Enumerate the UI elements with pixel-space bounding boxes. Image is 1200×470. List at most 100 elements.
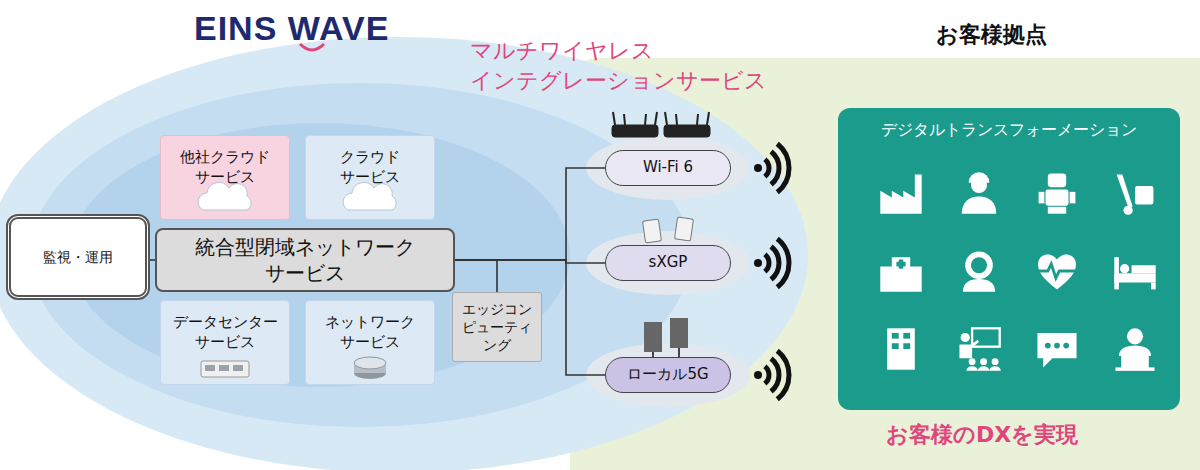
icon-shape xyxy=(962,196,997,213)
monitoring-box: 監視・運用 xyxy=(6,214,150,300)
node-text: 他社クラウド サービス xyxy=(169,148,281,187)
icon-shape xyxy=(880,175,921,214)
router xyxy=(664,125,710,137)
antenna-icons xyxy=(644,318,688,357)
sxgp-unit xyxy=(675,217,694,241)
node-text: 監視・運用 xyxy=(43,248,113,266)
icon-shape xyxy=(1114,273,1155,282)
network-box: ネットワーク サービス xyxy=(305,300,435,385)
wave-arc xyxy=(771,152,779,185)
icon-shape xyxy=(1054,343,1060,349)
server-slot xyxy=(219,365,229,371)
antenna xyxy=(670,318,688,348)
icon-shape xyxy=(892,343,899,349)
node-text: デジタルトランスフォーメーション xyxy=(881,120,1137,141)
icon-shape xyxy=(1121,354,1149,369)
connector xyxy=(455,260,497,292)
wave-arc xyxy=(777,351,789,400)
dx-icon xyxy=(880,257,921,292)
icon-shape xyxy=(1048,207,1066,214)
icon-shape xyxy=(892,333,899,339)
icon-shape xyxy=(1037,333,1076,368)
datacenter-box: データセンター サービス xyxy=(160,300,290,385)
node-icon xyxy=(838,108,1180,410)
pill-halo xyxy=(586,343,750,407)
edge-computing-box: エッジコン ピューティ ング xyxy=(452,292,542,362)
service-name: マルチワイヤレス インテグレーションサービス xyxy=(470,36,780,95)
icon-shape xyxy=(992,358,999,365)
wave-arc xyxy=(777,144,789,193)
node-text: ネットワーク サービス xyxy=(314,313,426,352)
icon-shape xyxy=(1132,265,1156,273)
sxgp-units xyxy=(643,217,694,243)
logo: EINS WAVE xyxy=(194,8,389,49)
pill-halo xyxy=(586,136,750,200)
dx-icon xyxy=(959,328,1000,371)
icon-shape xyxy=(963,279,995,292)
dx-panel: デジタルトランスフォーメーション xyxy=(838,108,1180,410)
cloud-icon xyxy=(343,182,396,210)
node-text: Wi-Fi 6 xyxy=(643,158,693,178)
router-icons xyxy=(612,112,710,137)
wave-arc xyxy=(765,159,769,176)
cloud-icon xyxy=(198,182,251,210)
icon-shape xyxy=(1115,367,1154,370)
dx-icon xyxy=(1115,328,1154,371)
icon-shape xyxy=(903,343,910,349)
pill-halo xyxy=(586,231,750,295)
icon-shape xyxy=(1039,264,1076,278)
node-text: 統合型閉域ネットワーク サービス xyxy=(165,234,445,286)
cloud-service-box: 他社クラウド サービス xyxy=(160,135,290,220)
dx-icon xyxy=(962,172,997,213)
dx-icon xyxy=(1038,254,1076,289)
icon-shape xyxy=(966,366,1001,371)
icon-shape xyxy=(887,328,915,369)
wave-arc xyxy=(771,247,779,280)
icon-shape xyxy=(965,251,993,279)
wireless-pill: sXGP xyxy=(605,245,731,281)
icon-shape xyxy=(1114,257,1119,289)
icon-shape xyxy=(1117,175,1133,207)
wave-dot xyxy=(754,259,762,267)
icon-shape xyxy=(961,333,970,342)
node-text: ローカル5G xyxy=(627,365,708,385)
dx-icon xyxy=(887,328,915,369)
wireless-pill: ローカル5G xyxy=(605,357,731,393)
icon-shape xyxy=(1039,192,1045,204)
dx-icon xyxy=(880,175,921,214)
sxgp-unit xyxy=(643,219,662,243)
node-text: データセンター サービス xyxy=(169,313,281,352)
dx-icon xyxy=(1114,257,1155,289)
dx-caption: お客様のDXを実現 xyxy=(886,422,1078,448)
wave-arc xyxy=(777,239,789,288)
node-text: クラウド サービス xyxy=(314,148,426,187)
node-text: sXGP xyxy=(649,253,688,273)
network-service-box: 統合型閉域ネットワーク サービス xyxy=(155,228,455,292)
area-title: お客様拠点 xyxy=(936,22,1047,48)
dx-icon xyxy=(1039,173,1076,213)
icon-shape xyxy=(969,358,976,365)
node-text: エッジコン ピューティ ング xyxy=(461,300,533,355)
icon-shape xyxy=(896,262,905,267)
service-ellipse-outer xyxy=(0,37,808,470)
icon-shape xyxy=(880,257,921,292)
cloud-service-box: クラウド サービス xyxy=(305,135,435,220)
icon-shape xyxy=(1127,328,1143,344)
icon-shape xyxy=(1135,186,1153,204)
radio-waves xyxy=(754,144,789,400)
icon-shape xyxy=(1038,254,1076,289)
icon-shape xyxy=(1151,283,1156,290)
icon-shape xyxy=(1063,343,1069,349)
connector xyxy=(455,168,605,260)
wave-arc xyxy=(771,359,779,392)
wave-arc xyxy=(765,254,769,271)
wave-arc xyxy=(765,366,769,383)
dx-icon xyxy=(1117,175,1154,215)
icon-shape xyxy=(1045,343,1051,349)
icon-shape xyxy=(903,333,910,339)
icon-shape xyxy=(1120,264,1129,273)
icon-shape xyxy=(1070,192,1076,204)
icon-shape xyxy=(1046,190,1069,206)
server-slot xyxy=(205,365,215,371)
